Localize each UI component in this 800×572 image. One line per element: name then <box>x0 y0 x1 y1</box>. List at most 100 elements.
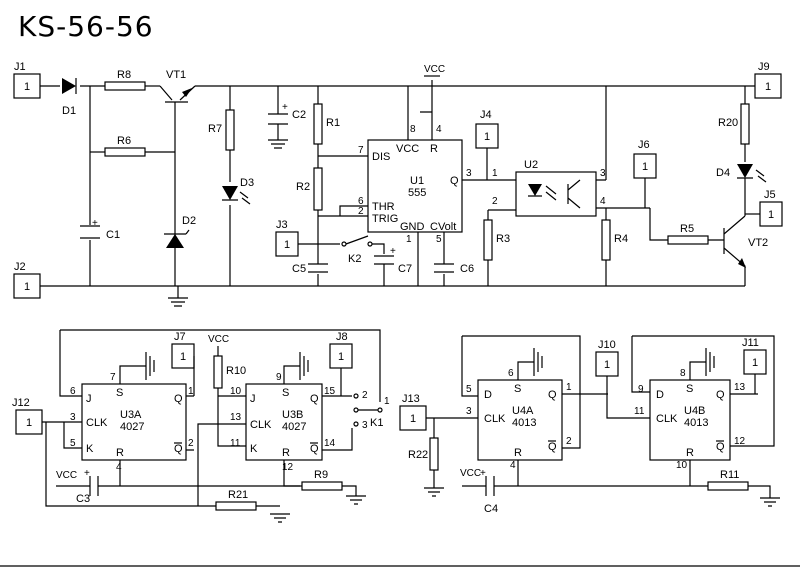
connector-j12[interactable]: 1 J12 <box>12 397 43 435</box>
u4a-pin3: 3 <box>466 406 472 417</box>
u3a-pin7: 7 <box>110 372 116 383</box>
connector-j13[interactable]: 1 J13 <box>399 393 427 431</box>
ic-u3b-part: 4027 <box>282 421 306 433</box>
resistor-r8: R8 <box>104 69 146 91</box>
connector-j7[interactable]: 1 J7 <box>171 331 195 396</box>
connector-j9-label: J9 <box>758 61 770 73</box>
u3a-pin-k: K <box>86 443 94 455</box>
u4a-pin-q: Q <box>548 389 557 401</box>
resistor-r11-label: R11 <box>720 469 739 481</box>
connector-j1[interactable]: 1 J1 <box>13 61 41 99</box>
resistor-r4-label: R4 <box>614 233 628 245</box>
u2-pin-1: 1 <box>492 168 498 179</box>
ground-icon <box>299 352 309 380</box>
ic-u4b-part: 4013 <box>684 417 708 429</box>
resistor-r7-label: R7 <box>208 123 222 135</box>
pin-cvolt: CVolt <box>430 221 456 233</box>
u3b-pin12: 12 <box>282 462 294 473</box>
pin-num-1: 1 <box>406 234 412 245</box>
connector-j12-value: 1 <box>26 417 32 429</box>
switch-k1[interactable]: 2 1 3 K1 <box>353 390 390 431</box>
optocoupler-u2-label: U2 <box>524 159 538 171</box>
c7-plus-icon: + <box>390 246 396 257</box>
optocoupler-u2: U2 1 2 3 4 <box>492 159 650 217</box>
connector-j5-label: J5 <box>764 189 776 201</box>
connector-j8-value: 1 <box>338 351 344 363</box>
u3a-pin2: 2 <box>188 438 194 449</box>
led-d4-label: D4 <box>716 167 730 179</box>
transistor-vt2-label: VT2 <box>748 237 768 249</box>
switch-k2-label: K2 <box>348 253 361 265</box>
u3b-pin10: 10 <box>230 386 242 397</box>
ic-u4b-label: U4B <box>684 405 705 417</box>
u4b-pin-qbar: Q <box>716 441 725 453</box>
u3a-pin-s: S <box>116 387 123 399</box>
u4b-pin-clk: CLK <box>656 413 678 425</box>
diode-d1: D1 <box>62 78 77 117</box>
ic-u1-part: 555 <box>408 187 426 199</box>
connector-j3[interactable]: 1 J3 <box>275 219 318 257</box>
u3b-pin15: 15 <box>324 386 336 397</box>
u2-pin-2: 2 <box>492 196 498 207</box>
u4a-pin5: 5 <box>466 384 472 395</box>
ic-u3a-part: 4027 <box>120 421 144 433</box>
u4b-feedback-wire <box>631 335 775 447</box>
connector-j4[interactable]: 1 J4 <box>475 109 499 180</box>
u4b-pin9: 9 <box>638 384 644 395</box>
j13-wire <box>426 417 478 488</box>
connector-j6[interactable]: 1 J6 <box>633 139 657 208</box>
led-d4: D4 <box>716 164 767 186</box>
c4-plus-icon: + <box>480 468 486 479</box>
u4a-pin4: 4 <box>510 460 516 471</box>
clk-wire-u3b <box>197 423 246 506</box>
ic-u3b-label: U3B <box>282 409 303 421</box>
capacitor-c4: + C4 VCC <box>460 468 708 515</box>
u4a-pin-d: D <box>484 389 492 401</box>
connector-j9[interactable]: 1 J9 <box>754 61 782 99</box>
capacitor-c3: + C3 VCC <box>56 468 300 505</box>
u3b-pin14: 14 <box>324 438 336 449</box>
pin-num-4: 4 <box>436 124 442 135</box>
k1-pos-3: 3 <box>362 420 368 431</box>
u4a-pin1: 1 <box>566 382 572 393</box>
connector-j6-label: J6 <box>638 139 650 151</box>
connector-j11[interactable]: 1 J11 <box>742 337 767 394</box>
connector-j1-value: 1 <box>24 81 30 93</box>
vcc-text-top: VCC <box>424 64 445 75</box>
connector-j10[interactable]: 1 J10 <box>595 339 650 419</box>
k1-pos-1: 1 <box>384 396 390 407</box>
zener-d2: D2 <box>164 215 196 250</box>
u4a-pin2: 2 <box>566 436 572 447</box>
ic-u4b-4013: D CLK S R Q Q U4B 4013 9 11 8 13 12 10 <box>634 368 746 471</box>
vcc-text-c3: VCC <box>56 470 77 481</box>
ground-icon <box>533 348 543 376</box>
resistor-r2-label: R2 <box>296 181 310 193</box>
connector-j12-label: J12 <box>12 397 30 409</box>
u2-pin-3: 3 <box>600 168 606 179</box>
connector-j3-value: 1 <box>284 239 290 251</box>
u2-pin-4: 4 <box>600 196 606 207</box>
transistor-vt1-label: VT1 <box>166 69 186 81</box>
ic-u4a-label: U4A <box>512 405 534 417</box>
connector-j7-value: 1 <box>180 351 186 363</box>
u4b-pin13: 13 <box>734 382 746 393</box>
capacitor-c4-label: C4 <box>484 503 498 515</box>
resistor-r5-label: R5 <box>680 223 694 235</box>
connector-j8[interactable]: 1 J8 <box>329 331 353 396</box>
u3b-pin11: 11 <box>230 438 241 449</box>
u3a-pin1: 1 <box>188 386 194 397</box>
u4b-pin-r: R <box>686 447 694 459</box>
pin-dis: DIS <box>372 151 390 163</box>
switch-k2[interactable]: K2 <box>341 235 385 265</box>
connector-j5[interactable]: 1 J5 <box>745 189 783 227</box>
resistor-r20-label: R20 <box>718 117 738 129</box>
connector-j2-value: 1 <box>24 281 30 293</box>
connector-j2[interactable]: 1 J2 <box>13 261 41 299</box>
capacitor-c7-label: C7 <box>398 263 412 275</box>
u3a-pin-qbar: Q <box>174 443 183 455</box>
u3b-pin9: 9 <box>276 372 282 383</box>
resistor-r20: R20 <box>718 86 750 162</box>
u4a-pin6: 6 <box>508 368 514 379</box>
connector-j2-label: J2 <box>14 261 26 273</box>
